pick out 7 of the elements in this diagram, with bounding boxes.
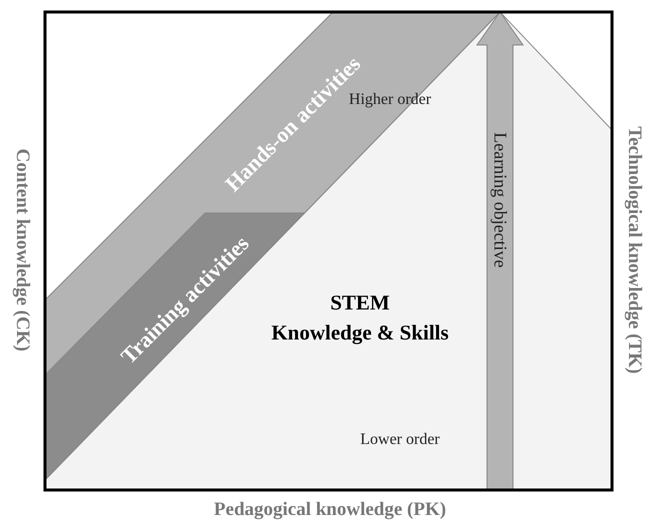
node-label: Knowledge & Skills bbox=[271, 320, 449, 346]
level-label: Lower order bbox=[360, 431, 440, 449]
axis-label: Technological knowledge (TK) bbox=[623, 126, 645, 374]
axis-label: Pedagogical knowledge (PK) bbox=[214, 499, 446, 521]
node-label: STEM bbox=[330, 290, 390, 316]
node-label: Learning objective bbox=[490, 132, 510, 268]
axis-label: Content knowledge (CK) bbox=[11, 148, 33, 352]
